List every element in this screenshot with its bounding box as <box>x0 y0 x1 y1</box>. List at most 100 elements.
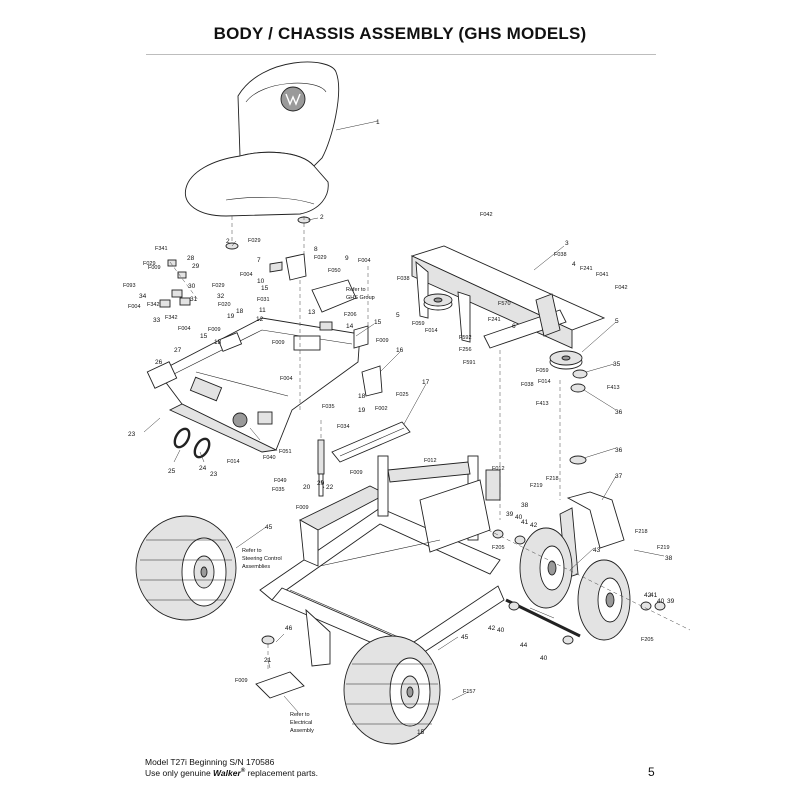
footer-model-line: Model T27i Beginning S/N 170586 <box>145 757 275 767</box>
part-label: F205 <box>641 637 654 643</box>
part-label: F031 <box>257 297 270 303</box>
caster-fork <box>559 455 625 579</box>
part-label: F206 <box>344 312 357 318</box>
part-label: F219 <box>657 545 670 551</box>
part-label: F591 <box>463 360 476 366</box>
part-label: 39 <box>506 511 514 518</box>
title-divider <box>146 54 656 55</box>
part-label: 40 <box>657 598 665 605</box>
part-label: F029 <box>314 255 327 261</box>
part-label: F219 <box>530 483 543 489</box>
part-label: 16 <box>396 347 404 354</box>
part-label: 20 <box>303 484 311 491</box>
part-label: F093 <box>123 283 136 289</box>
part-label: 19 <box>358 407 366 414</box>
part-label: F002 <box>375 406 388 412</box>
part-label: 18 <box>358 393 366 400</box>
part-label: F014 <box>425 328 438 334</box>
part-label: F038 <box>521 382 534 388</box>
rubber-grommets <box>173 427 211 459</box>
part-label: F029 <box>143 261 156 267</box>
part-label: F042 <box>480 212 493 218</box>
latch-hardware <box>159 259 199 308</box>
part-label: 42 <box>488 625 496 632</box>
part-label: 37 <box>615 473 623 480</box>
note-ghs-line1: Refer to <box>346 287 366 293</box>
part-label: 38 <box>665 555 673 562</box>
part-label: 41 <box>650 592 658 599</box>
part-label: 18 <box>236 308 244 315</box>
part-label: 2 <box>226 238 230 245</box>
part-label: 10 <box>257 278 265 285</box>
caster-axle <box>487 529 691 645</box>
part-label: F009 <box>376 338 389 344</box>
part-label: 33 <box>153 317 161 324</box>
note-electrical-line3: Assembly <box>290 728 314 734</box>
part-label: 21 <box>264 657 272 664</box>
part-label: 1 <box>376 119 380 126</box>
part-label: 14 <box>346 323 354 330</box>
part-label: 7 <box>257 257 261 264</box>
part-label: 40 <box>540 655 548 662</box>
part-label: F341 <box>155 246 168 252</box>
footer-use-prefix: Use only genuine <box>145 768 214 778</box>
part-label: F342 <box>165 315 178 321</box>
part-label: 11 <box>259 307 266 314</box>
part-label: F040 <box>263 455 276 461</box>
part-label: 44 <box>520 642 528 649</box>
part-label: F049 <box>274 478 287 484</box>
brand-name: Walker® <box>213 768 246 778</box>
part-label: 15 <box>261 285 269 292</box>
part-label: 20 <box>317 480 325 487</box>
part-label: F014 <box>227 459 240 465</box>
part-label: F009 <box>296 505 309 511</box>
part-label: 35 <box>613 361 621 368</box>
part-label: F413 <box>536 401 549 407</box>
part-label: F009 <box>350 470 363 476</box>
part-label: 2 <box>320 214 324 221</box>
part-label: 41 <box>521 519 529 526</box>
part-label: F035 <box>322 404 335 410</box>
part-label: 30 <box>188 283 196 290</box>
part-label: F035 <box>272 487 285 493</box>
part-label: F020 <box>218 302 231 308</box>
part-label: F218 <box>546 476 559 482</box>
part-label: F218 <box>635 529 648 535</box>
part-label: 19 <box>227 313 235 320</box>
center-hardware <box>269 253 383 410</box>
part-label: F041 <box>596 272 609 278</box>
footer-use-suffix: replacement parts. <box>245 768 318 778</box>
part-label: F051 <box>279 449 292 455</box>
note-electrical-line2: Electrical <box>290 720 312 726</box>
part-label: 43 <box>593 547 601 554</box>
part-label: 9 <box>345 255 349 262</box>
part-label: 39 <box>667 598 675 605</box>
part-label: F059 <box>536 368 549 374</box>
part-label: F034 <box>337 424 350 430</box>
part-label: 40 <box>497 627 505 634</box>
part-label: F004 <box>178 326 191 332</box>
part-label: F012 <box>424 458 437 464</box>
part-label: 5 <box>615 318 619 325</box>
part-label: F009 <box>148 265 161 271</box>
part-label: 18 <box>214 339 222 346</box>
part-label: 38 <box>521 502 529 509</box>
drive-tire-left <box>135 515 237 621</box>
part-label: 22 <box>326 484 334 491</box>
part-label: F029 <box>212 283 225 289</box>
part-label: 8 <box>314 246 318 253</box>
note-ghs-line2: GHS Group <box>346 295 375 301</box>
part-label: 29 <box>192 263 200 270</box>
part-label: 32 <box>217 293 225 300</box>
caster-wheel-rear <box>577 559 631 641</box>
part-label: 42 <box>644 592 652 599</box>
part-label: 23 <box>210 471 218 478</box>
part-labels: 1 2 2 3 4 5 5 6 7 8 9 10 11 12 13 14 15 … <box>123 119 675 736</box>
part-label: F012 <box>492 466 505 472</box>
part-label: F029 <box>248 238 261 244</box>
part-label: 28 <box>187 255 195 262</box>
part-label: 46 <box>285 625 293 632</box>
seat-spacers <box>225 216 311 260</box>
part-label: 17 <box>422 379 430 386</box>
